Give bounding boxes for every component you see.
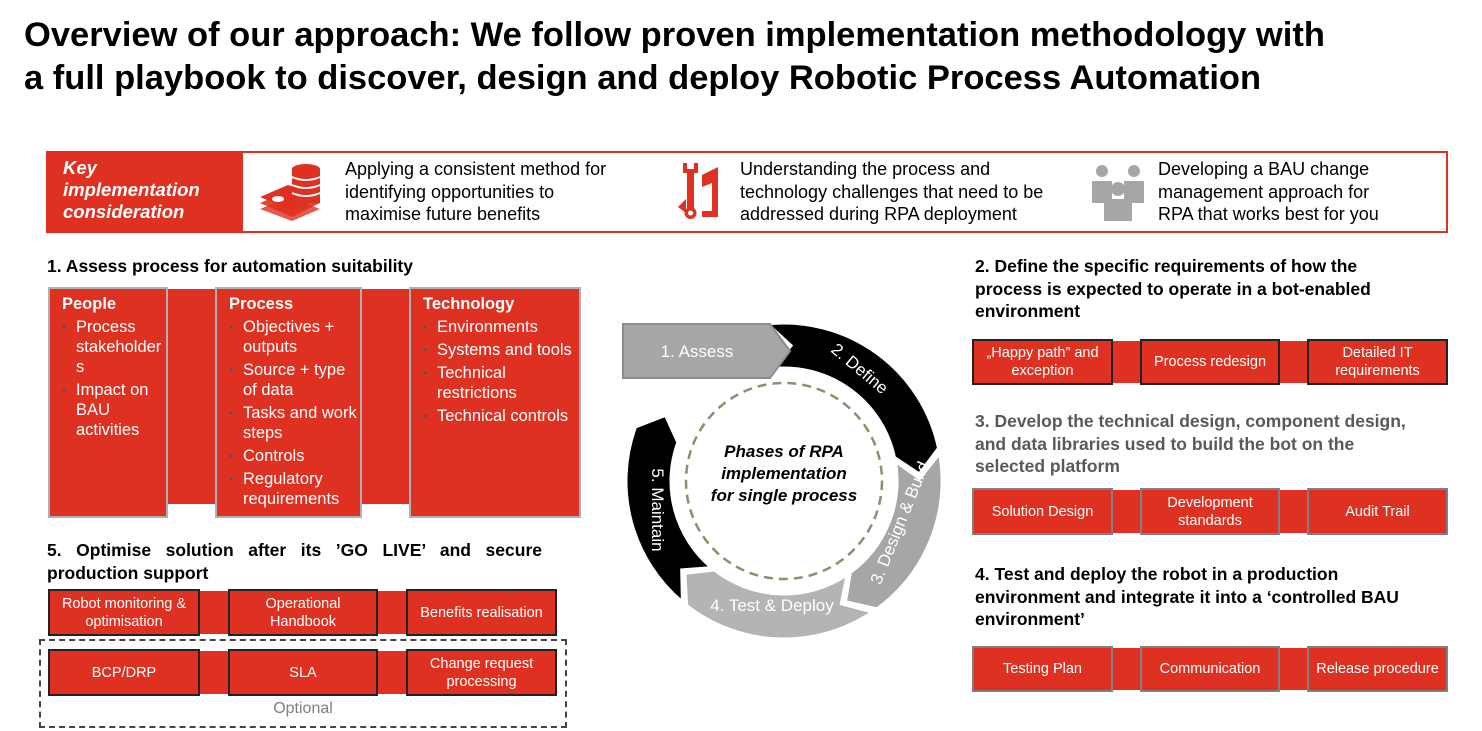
text-line: Applying a consistent method for (345, 159, 607, 179)
page-title: Overview of our approach: We follow prov… (24, 14, 1474, 100)
phase-assess-label: 1. Assess (661, 342, 734, 361)
step-box: Audit Trail (1307, 488, 1448, 535)
step-box: Testing Plan (972, 646, 1113, 692)
step-box: Benefits realisation (406, 589, 557, 636)
text-line: identifying opportunities to (345, 181, 555, 202)
column-people: People Process stakeholder sImpact on BA… (48, 287, 168, 518)
heading-line: selected platform (975, 456, 1120, 476)
step-box: Release procedure (1307, 646, 1448, 692)
key-item-text: Developing a BAU change management appro… (1158, 158, 1379, 226)
phase-design-build-arc (843, 450, 944, 611)
column-technology: Technology EnvironmentsSystems and tools… (409, 287, 581, 518)
list-item: Technical controls (423, 406, 579, 426)
step-box: Detailed IT requirements (1307, 339, 1448, 385)
step-box: Robot monitoring & optimisation (48, 589, 200, 636)
step-box: SLA (228, 649, 378, 696)
heading-line: 2. Define the specific requirements of h… (975, 256, 1358, 276)
connector (200, 651, 228, 694)
connector (1113, 341, 1140, 383)
heading-line: environment’ (975, 609, 1085, 629)
center-label-line: for single process (711, 486, 857, 505)
step-box: Change request processing (406, 649, 557, 696)
phase-test-deploy-label: 4. Test & Deploy (710, 596, 834, 615)
heading-line: environment and integrate it into a ‘con… (975, 586, 1399, 607)
column-title: Process (229, 295, 294, 313)
connector (1113, 490, 1140, 533)
heading-line: environment (975, 301, 1081, 321)
step-box: Solution Design (972, 488, 1113, 535)
column-title: People (62, 295, 117, 313)
connector (362, 289, 409, 504)
list-item: Regulatory requirements (229, 469, 360, 509)
step-box: BCP/DRP (48, 649, 200, 696)
step-box: Operational Handbook (228, 589, 378, 636)
heading-line: 4. Test and deploy the robot in a produc… (975, 564, 1339, 584)
heading-line: process is expected to operate in a bot-… (975, 278, 1371, 299)
list-item: Controls (229, 446, 360, 466)
text-line: management approach for (1158, 181, 1370, 202)
section-2-heading: 2. Define the specific requirements of h… (975, 255, 1371, 323)
key-label-line: consideration (63, 201, 185, 222)
step-box: Process redesign (1140, 339, 1280, 385)
phase-design-build-label: 3. Design & Build (867, 459, 933, 587)
coins-stack-icon (260, 164, 321, 221)
list-item: Tasks and work steps (229, 403, 360, 443)
phase-define-label: 2. Define (827, 340, 891, 398)
section-4-heading: 4. Test and deploy the robot in a produc… (975, 563, 1399, 631)
phase-maintain-arc (624, 413, 716, 606)
connector (1280, 490, 1307, 533)
phase-define-arc (764, 321, 941, 476)
key-item-text: Understanding the process and technology… (740, 158, 1043, 226)
center-dashed-circle (684, 381, 884, 581)
key-label: Key implementation consideration (46, 151, 243, 233)
optional-group (39, 639, 567, 728)
phase-test-deploy-arc (683, 568, 876, 641)
connector (378, 591, 406, 634)
text-line: RPA that works best for you (1158, 204, 1379, 224)
section-5-heading: 5. Optimise solution after its ’GO LIVE’… (47, 540, 542, 560)
key-label-line: implementation (63, 179, 200, 200)
step-box: Development standards (1140, 488, 1280, 535)
section-1-heading: 1. Assess process for automation suitabi… (47, 256, 413, 276)
connector (168, 289, 215, 504)
phase-assess-arrow (622, 323, 792, 379)
list-item: Objectives + outputs (229, 317, 360, 357)
phase-maintain-label: 5. Maintain (648, 468, 667, 551)
connector (1280, 341, 1307, 383)
section-5-heading: production support (47, 563, 209, 583)
key-item-text: Applying a consistent method for identif… (345, 158, 606, 226)
step-box: Communication (1140, 646, 1280, 692)
section-3-heading: 3. Develop the technical design, compone… (975, 410, 1406, 478)
list-item: Systems and tools (423, 340, 579, 360)
people-group-icon (1092, 165, 1144, 221)
list-item: Source + type of data (229, 360, 360, 400)
list-item: Technical restrictions (423, 363, 579, 403)
title-line: Overview of our approach: We follow prov… (24, 16, 1325, 54)
text-line: technology challenges that need to be (740, 181, 1044, 202)
column-title: Technology (423, 295, 515, 313)
text-line: maximise future benefits (345, 204, 541, 224)
list-item: Environments (423, 317, 579, 337)
center-label-line: Phases of RPA (724, 442, 844, 461)
title-line: a full playbook to discover, design and … (24, 59, 1262, 97)
connector (1280, 648, 1307, 690)
connector (1113, 648, 1140, 690)
column-process: Process Objectives + outputsSource + typ… (215, 287, 362, 518)
heading-line: and data libraries used to build the bot… (975, 433, 1355, 454)
text-line: Understanding the process and (740, 159, 991, 179)
center-label-line: implementation (721, 464, 847, 483)
text-line: addressed during RPA deployment (740, 204, 1017, 224)
connector (200, 591, 228, 634)
list-item: Process stakeholder s (62, 317, 166, 377)
text-line: Developing a BAU change (1158, 159, 1370, 179)
key-label-line: Key (63, 157, 97, 178)
connector (378, 651, 406, 694)
wrench-ruler-icon (678, 163, 718, 219)
step-box: „Happy path” and exception (972, 339, 1113, 385)
list-item: Impact on BAU activities (62, 380, 166, 440)
heading-line: 3. Develop the technical design, compone… (975, 411, 1406, 431)
optional-label: Optional (273, 700, 333, 717)
